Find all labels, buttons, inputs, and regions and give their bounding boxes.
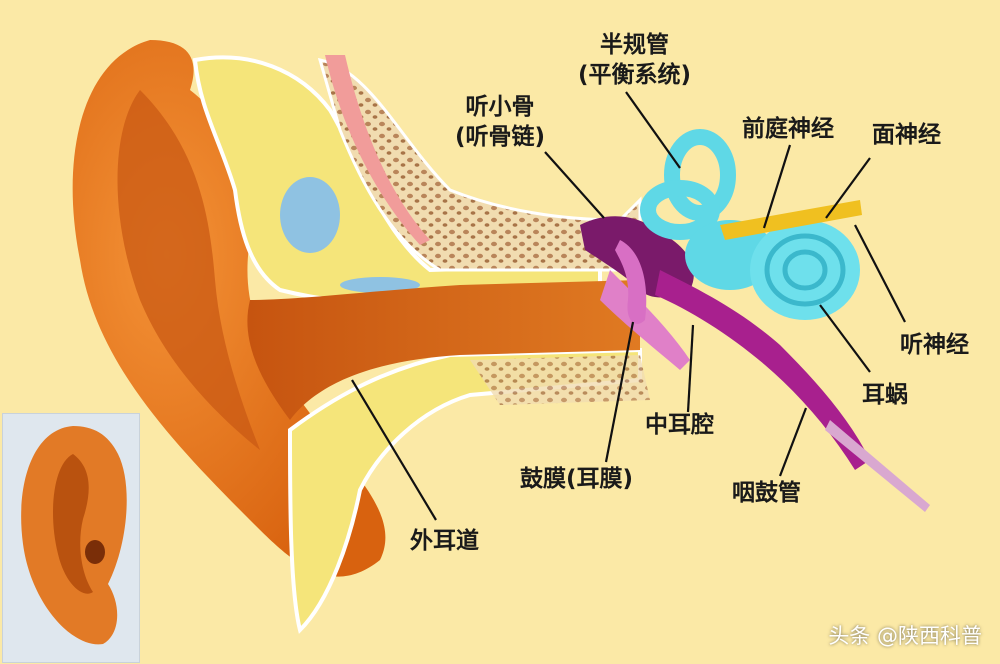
label-cochlea: 耳蜗: [862, 382, 908, 408]
nerve-bundle: [720, 200, 862, 240]
watermark: 头条 @陕西科普: [828, 624, 982, 648]
label-semicircular-canals: 半规管 (平衡系统): [578, 32, 692, 88]
label-ossicles: 听小骨 (听骨链): [455, 94, 546, 150]
ear-canal-shape: [247, 280, 641, 420]
label-ear-canal: 外耳道: [410, 528, 479, 554]
cochlea-shape: [750, 220, 860, 320]
ear-photo-illustration: [21, 426, 127, 645]
label-eardrum: 鼓膜(耳膜): [520, 466, 634, 492]
mastoid-lower: [470, 355, 650, 405]
label-vestibular-nerve: 前庭神经: [742, 116, 834, 142]
bone-cavity: [280, 177, 340, 253]
auricle-helix-inner: [117, 90, 260, 450]
label-facial-nerve: 面神经: [872, 122, 941, 148]
eustachian-tube-shape: [655, 270, 870, 470]
label-eustachian-tube: 咽鼓管: [732, 480, 801, 506]
ear-photo-inset: [2, 413, 140, 663]
label-middle-ear: 中耳腔: [645, 412, 714, 438]
semicircular-canals-shape: [640, 129, 736, 240]
leader-lines: [351, 91, 906, 521]
malleus: [615, 240, 647, 324]
bone-cavity-small: [340, 277, 420, 293]
label-auditory-nerve: 听神经: [900, 332, 969, 358]
temporal-bone-lower: [287, 347, 642, 634]
dura-strip: [325, 55, 430, 245]
eustachian-tip: [825, 420, 930, 512]
